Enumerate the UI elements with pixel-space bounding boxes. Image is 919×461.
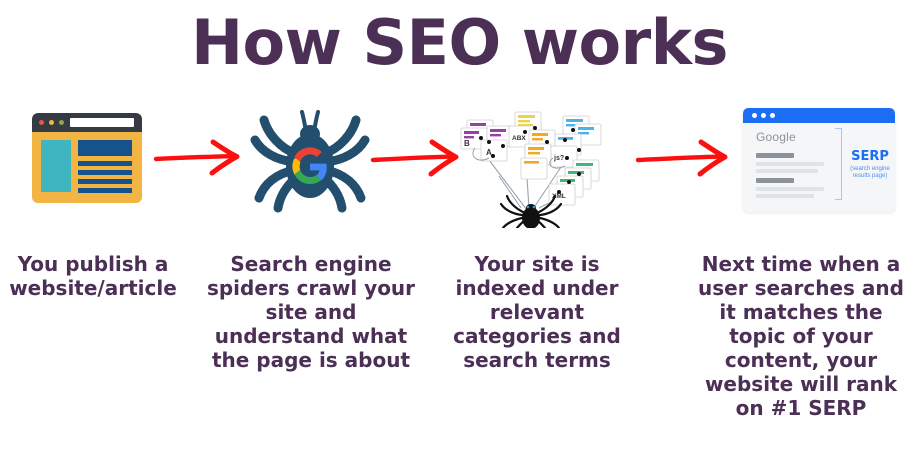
- content-heading-block: [78, 140, 132, 156]
- result-snippet-line: [756, 162, 824, 166]
- content-line: [78, 179, 132, 184]
- process-icon-row: B A: [0, 100, 919, 236]
- search-brand-label: Google: [756, 130, 796, 144]
- caption-index: Your site is indexed under relevant cate…: [453, 252, 621, 372]
- caption-publish: You publish a website/article: [9, 252, 177, 300]
- result-snippet-line: [756, 194, 814, 198]
- arrow-index-to-rank: [632, 138, 742, 178]
- window-close-dot-icon: [39, 120, 44, 125]
- serp-sublabel: (search engine results page): [850, 166, 890, 179]
- svg-text:A: A: [486, 148, 492, 157]
- result-snippet-line: [756, 187, 824, 191]
- serp-browser-icon: Google SERP (search engine results page): [743, 108, 895, 212]
- window-minimize-dot-icon: [49, 120, 54, 125]
- result-title-line: [756, 153, 794, 158]
- google-spider-icon: [250, 104, 370, 216]
- arrow-crawl-to-index: [365, 138, 470, 178]
- result-snippet-line: [756, 169, 818, 173]
- svg-text:ABX: ABX: [512, 135, 526, 142]
- browser-window-icon: [32, 113, 142, 203]
- content-line: [78, 188, 132, 193]
- svg-text:XML: XML: [552, 193, 566, 200]
- sidebar-block: [41, 140, 71, 192]
- serp-label: SERP: [851, 149, 889, 164]
- caption-crawl: Search engine spiders crawl your site an…: [206, 252, 416, 372]
- step-icon-index: B A: [455, 100, 605, 236]
- result-title-line: [756, 178, 794, 183]
- arrow-publish-to-crawl: [150, 138, 255, 178]
- caption-rank: Next time when a user searches and it ma…: [698, 252, 904, 420]
- serp-bracket: [835, 128, 842, 200]
- window-dot-icon: [752, 113, 757, 118]
- step-icon-crawl: [250, 100, 370, 230]
- window-maximize-dot-icon: [59, 120, 64, 125]
- svg-text:js?: js?: [553, 155, 564, 162]
- page-title: How SEO works: [191, 6, 728, 79]
- serp-annotation: SERP (search engine results page): [846, 150, 894, 180]
- index-crawl-map-icon: B A: [455, 102, 605, 236]
- address-bar: [70, 118, 134, 127]
- content-line: [78, 170, 132, 175]
- step-icon-rank: Google SERP (search engine results page): [735, 100, 905, 230]
- window-dot-icon: [761, 113, 766, 118]
- caption-row: You publish a website/article Search eng…: [0, 252, 919, 452]
- content-line: [78, 161, 132, 166]
- step-icon-publish: [0, 100, 180, 230]
- browser-titlebar: [743, 108, 895, 123]
- window-dot-icon: [770, 113, 775, 118]
- svg-text:B: B: [464, 139, 470, 148]
